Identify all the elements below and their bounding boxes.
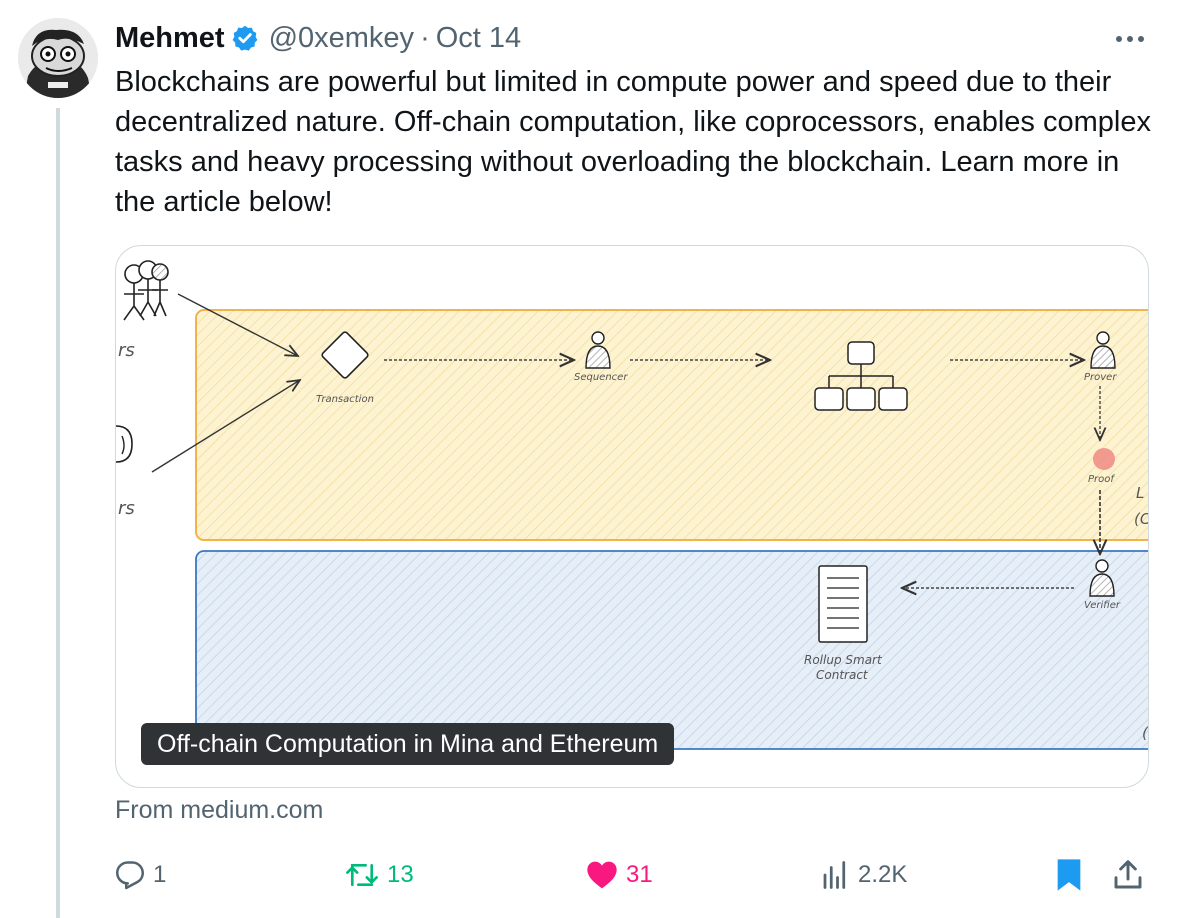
svg-text:Transaction: Transaction: [316, 394, 374, 405]
views-count: 2.2K: [858, 861, 908, 888]
l1-layer-box: [195, 550, 1148, 750]
heart-icon: [587, 861, 617, 889]
views-button[interactable]: 2.2K: [820, 854, 907, 896]
retweet-button[interactable]: 13: [345, 854, 414, 896]
sequencer-node: [585, 331, 611, 369]
more-icon[interactable]: [1110, 24, 1150, 54]
svg-text:Contract: Contract: [816, 668, 869, 682]
link-card[interactable]: rs rs Transaction Sequencer: [115, 245, 1149, 788]
retweet-icon: [346, 863, 378, 887]
rollup-contract-node: [818, 565, 868, 643]
batch-tree-node: [814, 341, 908, 411]
avatar[interactable]: [18, 18, 98, 98]
svg-text:Rollup Smart: Rollup Smart: [804, 653, 883, 667]
retweet-count: 13: [387, 861, 414, 888]
reply-button[interactable]: 1: [115, 854, 166, 896]
verified-badge-icon: [231, 24, 259, 52]
svg-text:Prover: Prover: [1084, 372, 1117, 383]
reply-icon: [116, 861, 144, 890]
author-name[interactable]: Mehmet: [115, 21, 225, 54]
bookmark-icon: [1057, 859, 1081, 891]
share-button[interactable]: [1112, 854, 1152, 896]
like-count: 31: [626, 861, 653, 888]
thread-line: [56, 108, 60, 918]
like-button[interactable]: 31: [586, 854, 653, 896]
svg-text:rs: rs: [118, 340, 135, 361]
verifier-node: [1089, 559, 1115, 597]
transaction-node: [321, 331, 369, 379]
proof-dot: [1093, 448, 1115, 470]
card-source[interactable]: From medium.com: [115, 796, 324, 824]
svg-text:Verifier: Verifier: [1084, 600, 1121, 611]
svg-text:(C: (C: [1134, 510, 1149, 528]
users-bottom-figure: [116, 425, 133, 463]
l2-layer-box: [195, 309, 1148, 541]
reply-count: 1: [153, 861, 167, 888]
card-title: Off-chain Computation in Mina and Ethere…: [141, 723, 675, 765]
author-handle[interactable]: @0xemkey: [268, 21, 415, 54]
action-bar: 1 13 31 2.2K: [0, 850, 1178, 900]
svg-text:Proof: Proof: [1088, 474, 1115, 485]
tweet-text: Blockchains are powerful but limited in …: [115, 66, 1151, 218]
prover-node: [1090, 331, 1116, 369]
svg-text:L: L: [1136, 484, 1144, 502]
users-top-figure: [123, 260, 169, 321]
views-icon: [823, 861, 846, 889]
svg-text:Sequencer: Sequencer: [574, 372, 628, 383]
share-icon: [1114, 860, 1142, 889]
card-image: rs rs Transaction Sequencer: [116, 260, 1149, 750]
tweet-date[interactable]: Oct 14: [435, 21, 522, 54]
tweet-header: Mehmet @0xemkey · Oct 14: [115, 20, 521, 56]
svg-text:rs: rs: [118, 498, 135, 519]
separator-dot: ·: [420, 21, 430, 54]
svg-text:((: ((: [1142, 724, 1149, 742]
bookmark-button[interactable]: [1054, 854, 1092, 896]
